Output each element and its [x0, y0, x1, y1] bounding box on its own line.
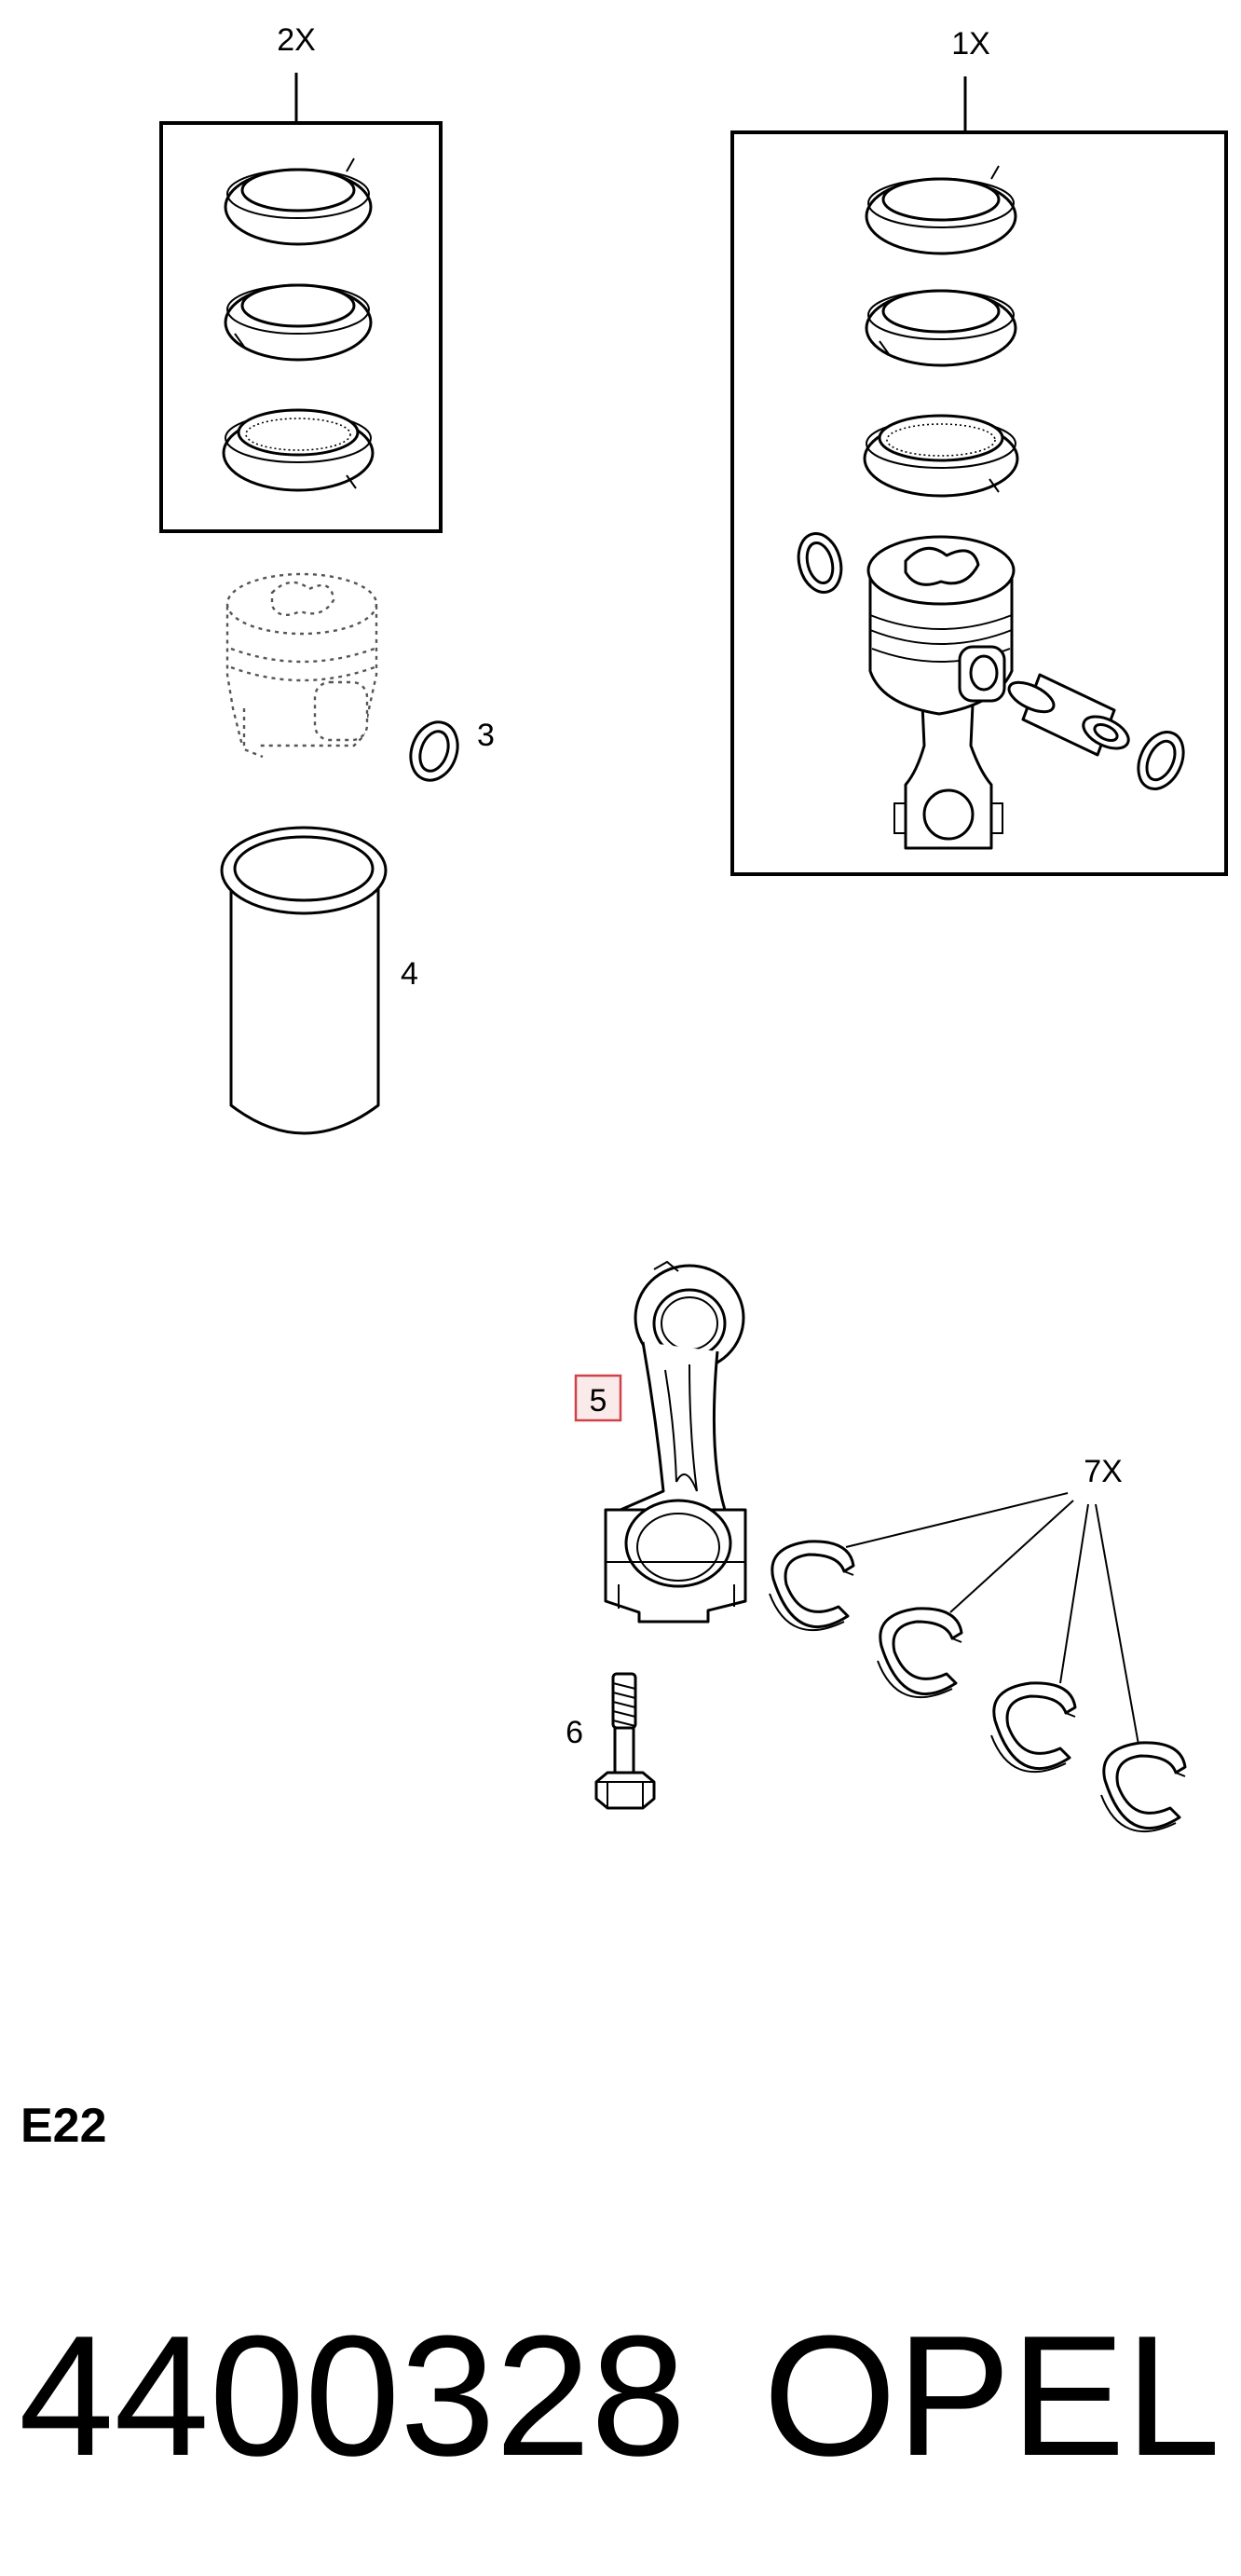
piston-reference-ghost [225, 572, 378, 759]
engine-code: E22 [20, 2099, 107, 2153]
callout-3: 3 [477, 718, 495, 753]
bearing-shell [990, 1681, 1077, 1773]
callout-5-highlight [574, 1374, 622, 1422]
bearing-shell [769, 1540, 855, 1631]
part-number: 4400328 [19, 2299, 686, 2491]
piston-pin-circlip-3: 3 [409, 718, 495, 782]
ring-set-2x: 2X [159, 22, 443, 533]
piston-assembly-1x: 1X [730, 26, 1228, 876]
compression-ring-second [224, 283, 373, 362]
connecting-rod-5: 5 [574, 1260, 747, 1624]
piston-with-rod-1x [866, 535, 1016, 850]
compression-ring-top-1x [865, 165, 1017, 255]
compression-ring-top [224, 158, 373, 246]
bearing-shell [1100, 1741, 1187, 1832]
callout-2x: 2X [277, 22, 316, 58]
callout-6: 6 [566, 1715, 583, 1750]
bearing-shell [877, 1607, 963, 1698]
callout-5: 5 [590, 1383, 607, 1418]
oil-control-ring [222, 408, 375, 492]
callout-1x: 1X [951, 26, 990, 62]
callout-4: 4 [401, 956, 418, 992]
bearing-shells-7x: 7X [769, 1454, 1187, 1832]
cylinder-liner-4: 4 [220, 826, 418, 1135]
circlip-right-1x [1137, 731, 1185, 790]
oil-control-ring-1x [863, 414, 1019, 498]
compression-ring-second-1x [865, 289, 1017, 367]
connecting-rod-bolt-6: 6 [566, 1672, 656, 1810]
callout-7x: 7X [1084, 1454, 1123, 1489]
circlip-left-1x [797, 532, 843, 594]
piston-pin-1x [1007, 673, 1130, 757]
brand-name: OPEL [763, 2299, 1221, 2491]
